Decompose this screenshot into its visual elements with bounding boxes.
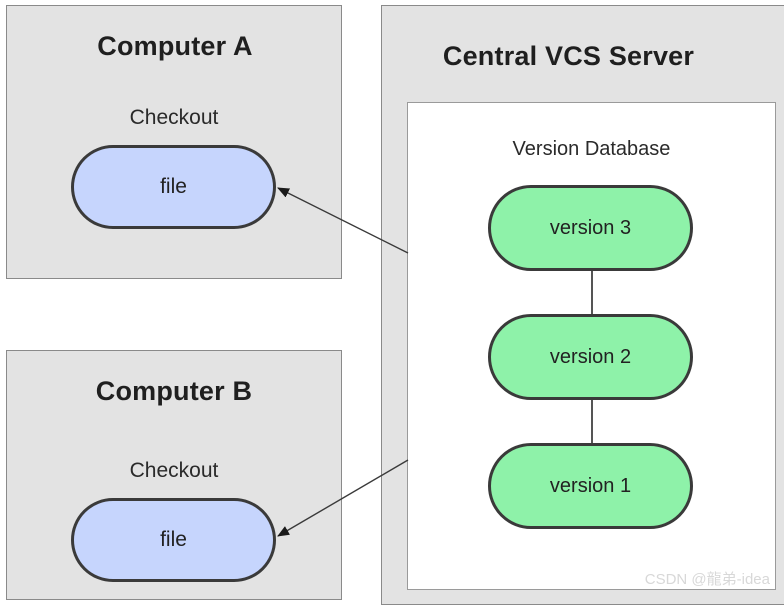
computer-a-title: Computer A — [97, 31, 253, 61]
version-2-label: version 2 — [549, 345, 632, 368]
version-database-box: Version Database version 3 version 2 ver… — [407, 102, 776, 590]
computer-b-panel: Computer B Checkout file — [6, 350, 342, 600]
computer-b-file-node: file — [71, 498, 276, 582]
computer-a-checkout-label: Checkout — [129, 106, 219, 129]
computer-a-panel: Computer A Checkout file — [6, 5, 342, 279]
version-1-label: version 1 — [549, 474, 632, 497]
version-connector-line — [591, 400, 593, 446]
version-database-title: Version Database — [512, 138, 671, 160]
computer-b-title: Computer B — [95, 376, 253, 406]
server-title: Central VCS Server — [442, 41, 695, 71]
watermark: CSDN @龍弟-idea — [644, 571, 770, 588]
computer-a-file-label: file — [160, 175, 187, 198]
version-1-node: version 1 — [488, 443, 693, 529]
version-connector-line — [591, 271, 593, 317]
version-3-node: version 3 — [488, 185, 693, 271]
computer-b-file-label: file — [160, 528, 187, 551]
computer-b-checkout-label: Checkout — [129, 459, 219, 482]
computer-a-file-node: file — [71, 145, 276, 229]
version-2-node: version 2 — [488, 314, 693, 400]
version-3-label: version 3 — [549, 216, 632, 239]
